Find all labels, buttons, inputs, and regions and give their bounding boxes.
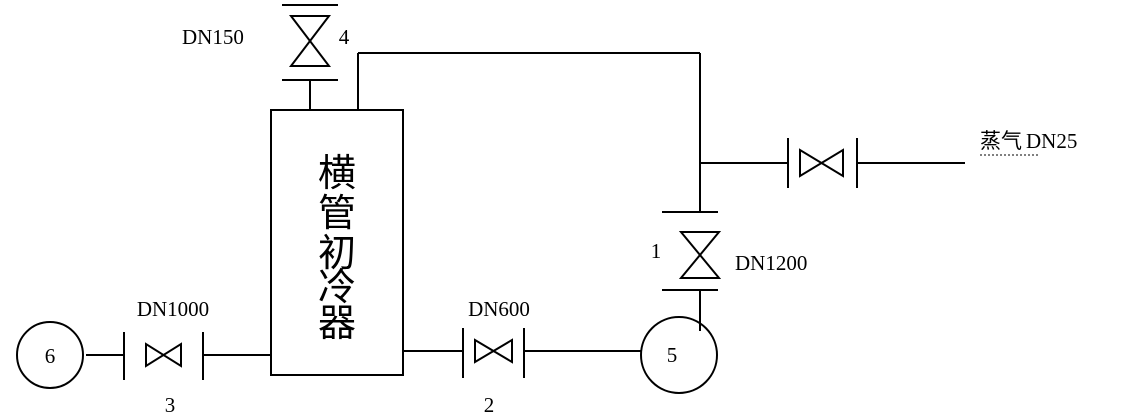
cooler-label-char-3: 初	[318, 231, 356, 275]
valve-4-size: DN150	[182, 25, 244, 49]
node-5: 5	[640, 316, 718, 394]
valve-4: DN150 4	[182, 4, 350, 81]
valve-1: 1 DN1200	[651, 211, 807, 291]
node-6-circle	[16, 321, 84, 389]
valve-1-number: 1	[651, 239, 662, 263]
valve-2-size: DN600	[468, 297, 530, 321]
valve-3-body	[145, 342, 182, 368]
cooler-body	[270, 109, 404, 376]
valve-4-number: 4	[339, 25, 350, 49]
valve-2: DN600 2	[462, 297, 530, 417]
cooler-label-char-5: 器	[318, 301, 356, 345]
cooler-label-char-4: 冷	[318, 265, 356, 309]
node-5-label: 5	[667, 343, 678, 367]
valve-1-body	[678, 231, 722, 279]
valve-3-number: 3	[165, 393, 176, 417]
node-6-label: 6	[45, 344, 56, 368]
valve-2-number: 2	[484, 393, 495, 417]
valve-1-size: DN1200	[735, 251, 807, 275]
cooler-vessel: 横 管 初 冷 器	[270, 109, 404, 376]
valve-3-size: DN1000	[137, 297, 209, 321]
steam-valve	[787, 138, 858, 188]
cooler-label-char-1: 横	[318, 151, 356, 195]
steam-label-size: DN25	[1026, 129, 1077, 153]
steam-valve-body	[799, 148, 844, 178]
node-5-circle	[640, 316, 718, 394]
valve-2-body	[474, 338, 513, 364]
cooler-label-char-2: 管	[318, 191, 356, 235]
valve-4-body	[288, 15, 332, 67]
pipelines	[86, 52, 965, 356]
node-6: 6	[16, 321, 84, 389]
steam-label-name: 蒸气	[980, 129, 1022, 153]
valve-3: DN1000 3	[123, 297, 209, 417]
